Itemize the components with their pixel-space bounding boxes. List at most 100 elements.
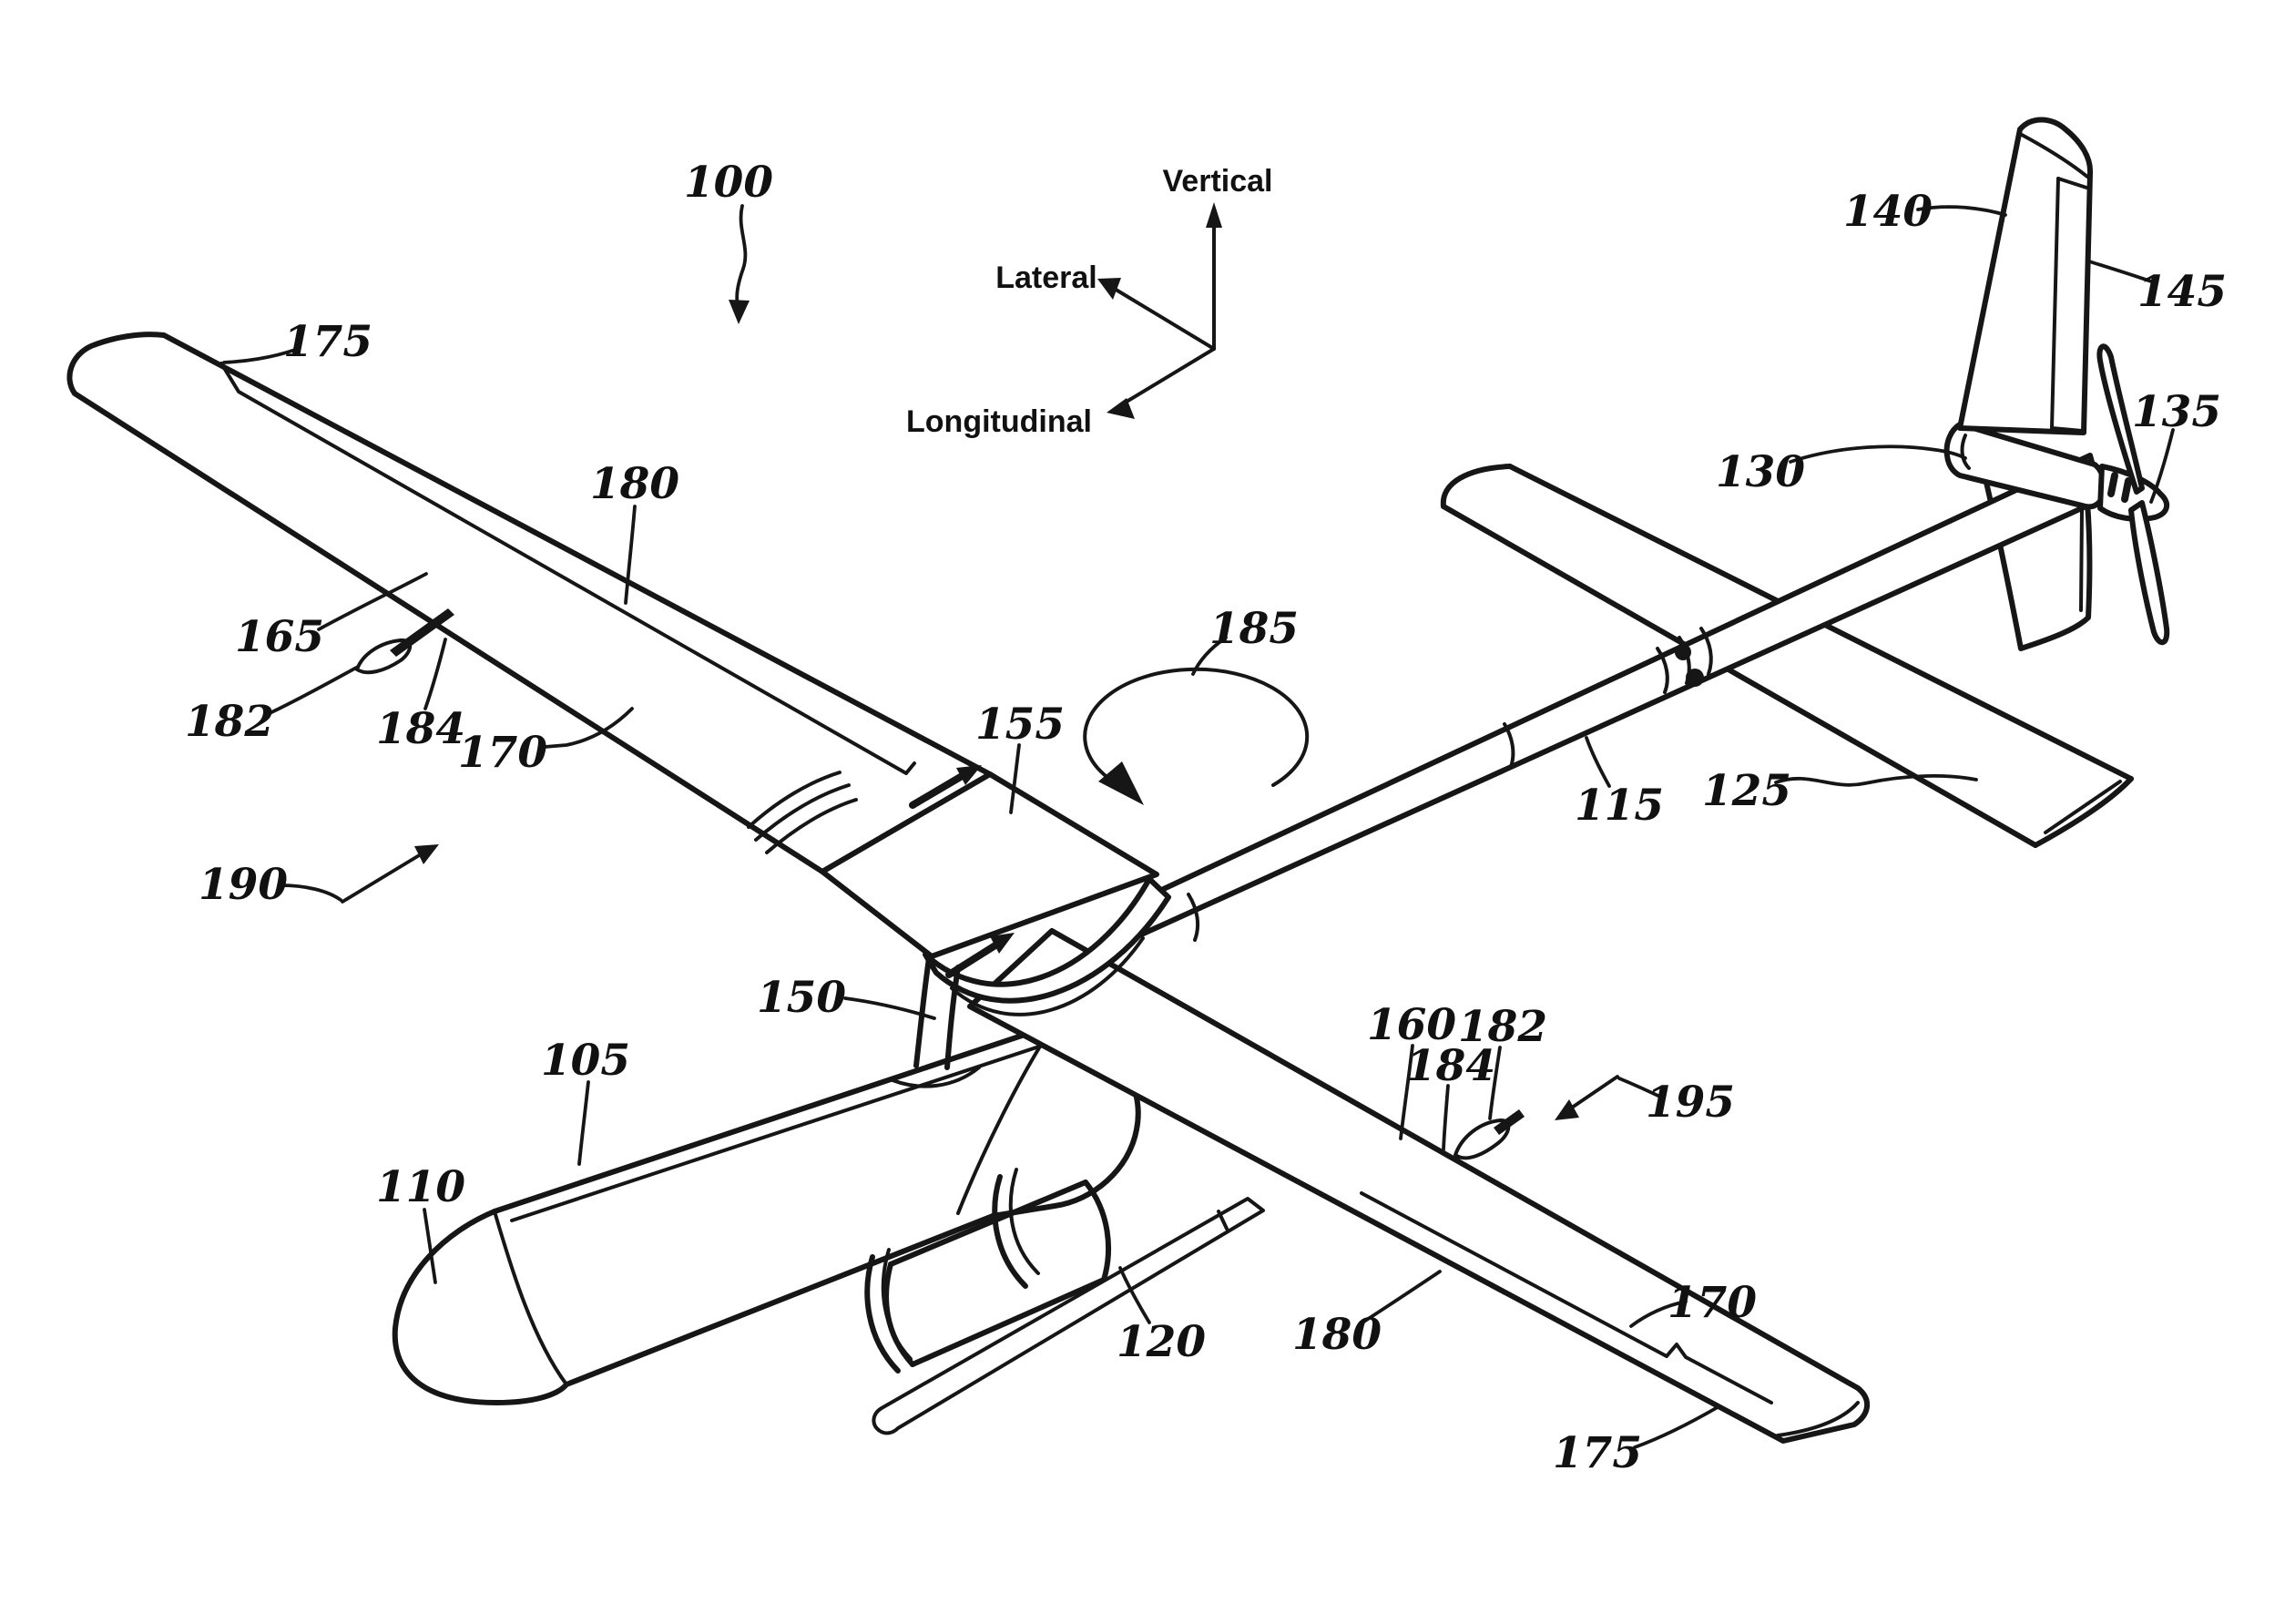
ref-label-105: 105 — [541, 1036, 630, 1086]
payload-tube-bottom — [910, 1277, 1107, 1367]
longitudinal-axis-line — [1120, 347, 1216, 406]
ref-label-190: 190 — [199, 860, 288, 910]
axis-label-longitudinal: Longitudinal — [906, 404, 1092, 439]
collar-bolt-1 — [1675, 644, 1691, 660]
vertical-stabilizer — [1957, 117, 2094, 435]
longitudinal-axis-arrowhead — [1107, 398, 1135, 419]
ref-label-170-right: 170 — [1668, 1278, 1757, 1328]
leader-184-right — [1442, 1084, 1450, 1151]
tail-fairing — [1943, 422, 2107, 510]
rotation-arrow-arc — [1083, 667, 1310, 792]
motion-arrow-2-head — [990, 933, 1015, 954]
payload-tube-top — [888, 1180, 1088, 1267]
payload-tube-left-end — [883, 1261, 915, 1367]
motion-arrow-1-shaft — [909, 771, 967, 809]
prop-hub-mark-1 — [2107, 472, 2118, 497]
boom-collar — [1656, 627, 1713, 694]
ref-label-170-left: 170 — [458, 728, 547, 778]
nose-base-line — [493, 1210, 568, 1386]
wing-pylon-rear-edge — [944, 965, 961, 1070]
fuselage-top-inner-line — [510, 1042, 1049, 1222]
right-wing-probe — [1494, 1109, 1525, 1135]
ref-label-184-right: 184 — [1406, 1041, 1495, 1091]
leader-145 — [2087, 260, 2153, 283]
left-wing-elevon-hinge — [219, 362, 916, 775]
ref-label-125: 125 — [1702, 766, 1791, 816]
ventral-fin-edge-line — [2079, 506, 2084, 612]
boom-mid-break-line — [1503, 722, 1515, 769]
leader-195 — [1617, 1077, 1666, 1100]
ref-label-110: 110 — [376, 1162, 465, 1212]
propeller-blade-upper — [2096, 343, 2145, 495]
leader-115 — [1585, 736, 1611, 788]
payload-group — [864, 1168, 1265, 1435]
ref-label-135: 135 — [2132, 387, 2221, 437]
ref-label-130: 130 — [1716, 447, 1805, 497]
mounting-strap-rear-outer — [992, 1174, 1028, 1289]
leader-170-right — [1629, 1300, 1688, 1328]
right-wing-elevon-hinge — [1360, 1191, 1773, 1404]
rear-wing-trailing-edge — [1441, 504, 2038, 848]
collar-band-1 — [1656, 647, 1669, 694]
axis-label-vertical: Vertical — [1163, 164, 1273, 199]
leader-lines — [222, 204, 2175, 1449]
ref-label-150: 150 — [757, 973, 846, 1023]
ref-label-175-left: 175 — [283, 317, 372, 367]
saddle-inner-arc — [950, 936, 1145, 1016]
arrow-190-shaft — [341, 853, 423, 904]
motion-arrow-2-shaft — [945, 940, 1002, 978]
ref-label-184-left: 184 — [376, 704, 465, 754]
axes-indicator: Vertical Lateral Longitudinal — [906, 164, 1272, 439]
fuselage-cylinder-end-line — [956, 1026, 1054, 1215]
right-wing-tip-inner-line — [1776, 1401, 1860, 1437]
rudder-panel — [2050, 177, 2088, 433]
vertical-axis-arrowhead — [1206, 202, 1222, 228]
rotation-arrow — [1083, 667, 1310, 805]
front-saddle-arc-1 — [747, 771, 842, 829]
axis-label-lateral: Lateral — [995, 260, 1097, 295]
lateral-axis-arrowhead — [1097, 278, 1121, 300]
front-saddle-arc-3 — [765, 798, 858, 854]
rudder-front-line — [2050, 177, 2060, 430]
rotation-arrow-head — [1098, 761, 1144, 805]
fuselage-bottom-edge — [564, 1213, 995, 1387]
ref-label-180-left: 180 — [590, 459, 679, 509]
rear-wing-left-tip — [1440, 464, 1513, 509]
nose-cone — [392, 1209, 569, 1405]
payload-tube-right-end — [1083, 1180, 1111, 1282]
leader-175-right — [1633, 1405, 1719, 1449]
leader-165 — [317, 572, 428, 631]
leader-170-left — [543, 707, 634, 749]
ref-label-182-right: 182 — [1458, 1002, 1547, 1052]
ref-label-120: 120 — [1117, 1317, 1206, 1367]
leader-120 — [1118, 1266, 1151, 1324]
left-wing-panel — [66, 332, 993, 874]
propeller-blade-lower — [2128, 500, 2170, 646]
right-wing-panel — [967, 928, 1870, 1444]
ref-label-155: 155 — [975, 700, 1065, 750]
prop-hub-mark-2 — [2121, 477, 2132, 503]
mounting-strap-rear-inner — [1008, 1168, 1040, 1275]
arrow-195-shaft — [1570, 1075, 1619, 1109]
saddle-fairing — [923, 876, 1171, 1004]
leader-160 — [1399, 1044, 1414, 1140]
right-wing — [967, 928, 1870, 1444]
ref-label-175-right: 175 — [1553, 1428, 1642, 1478]
ref-label-140: 140 — [1843, 187, 1933, 237]
rear-wing-right-tip — [2033, 776, 2134, 848]
pylon-foot-fairing — [891, 1066, 981, 1088]
ref-label-180-right: 180 — [1292, 1310, 1382, 1360]
left-wing-probe — [390, 608, 454, 657]
leader-140 — [1916, 205, 2007, 217]
fuselage-top-edge — [492, 1022, 1057, 1214]
rudder-top-line — [2056, 177, 2088, 189]
arrow-195-head — [1555, 1099, 1579, 1120]
front-saddle-arc-2 — [754, 783, 851, 842]
tail-boom-body — [1127, 453, 2105, 943]
leader-100 — [735, 204, 748, 312]
leader-110 — [423, 1208, 437, 1284]
boom-front-break-line — [1187, 893, 1200, 942]
leader-182-left — [266, 665, 360, 716]
